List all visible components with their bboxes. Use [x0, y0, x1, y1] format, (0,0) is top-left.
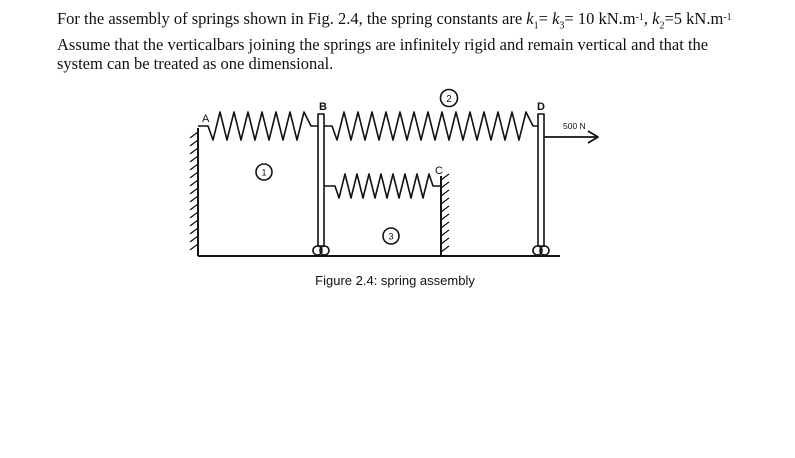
bar-d-roller-left — [532, 245, 543, 256]
left-wall-hatch — [189, 131, 199, 251]
unit-exponent-2: -1 — [723, 12, 732, 23]
bar-d-roller-right — [539, 245, 550, 256]
label-force: 500 N — [563, 121, 586, 131]
bar-b-roller-right — [319, 245, 330, 256]
var-k3: k — [552, 9, 560, 28]
spring-1-marker — [255, 163, 273, 181]
bar-b-roller-left — [312, 245, 323, 256]
spring-1 — [198, 111, 318, 141]
spring-3-number: 3 — [388, 232, 393, 242]
label-d: D — [537, 101, 545, 113]
problem-eq-1: = — [538, 9, 553, 28]
problem-statement: For the assembly of springs shown in Fig… — [57, 9, 757, 73]
spring-3 — [324, 173, 440, 199]
problem-text-2: , — [643, 9, 653, 28]
problem-text-3: Assume that the verticalbars joining the… — [57, 35, 709, 74]
problem-eq-2: = 10 kN.m — [564, 9, 636, 28]
var-k2: k — [652, 9, 660, 28]
label-a: A — [202, 113, 210, 125]
spring-3-marker — [382, 227, 400, 245]
label-c: C — [435, 165, 443, 177]
var-k3-subscript: 3 — [559, 20, 565, 32]
spring-1-number: 1 — [261, 168, 266, 178]
problem-text-1: For the assembly of springs shown in Fig… — [57, 9, 527, 28]
force-arrow-head — [587, 130, 599, 144]
spring-2 — [324, 111, 538, 141]
unit-exponent-1: -1 — [635, 12, 644, 23]
bar-d — [537, 113, 545, 247]
problem-eq-3: =5 kN.m — [664, 9, 724, 28]
bar-b — [317, 113, 325, 247]
spring-2-marker — [439, 88, 459, 108]
var-k2-subscript: 2 — [659, 20, 665, 32]
wall-c-hatch — [440, 173, 450, 253]
var-k1: k — [526, 9, 534, 28]
spring-2-number: 2 — [446, 94, 452, 105]
label-b: B — [319, 101, 327, 113]
var-k1-subscript: 1 — [533, 20, 539, 32]
figure-caption: Figure 2.4: spring assembly — [315, 273, 475, 288]
